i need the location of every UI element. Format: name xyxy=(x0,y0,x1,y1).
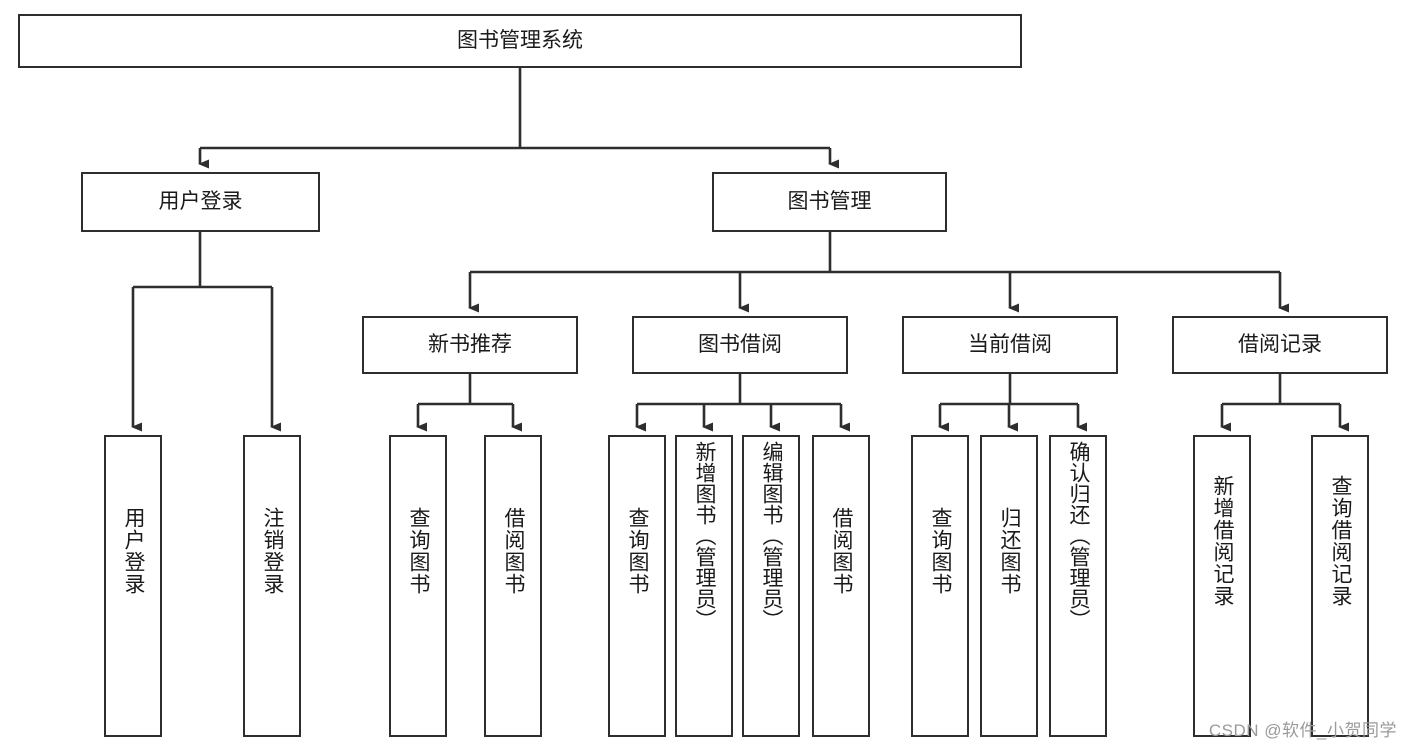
node-leaf-query-book-3-label: 查询图书 xyxy=(929,507,953,595)
node-leaf-borrow-book-2[interactable]: 借阅图书 xyxy=(812,435,870,737)
node-leaf-query-book-1-label: 查询图书 xyxy=(407,507,431,595)
node-book-borrow[interactable]: 图书借阅 xyxy=(632,316,848,374)
node-leaf-query-book-2[interactable]: 查询图书 xyxy=(608,435,666,737)
csdn-watermark: CSDN @软件_小贺同学 xyxy=(1208,721,1397,740)
node-leaf-query-book-1[interactable]: 查询图书 xyxy=(389,435,447,737)
node-leaf-return-book[interactable]: 归还图书 xyxy=(980,435,1038,737)
node-leaf-confirm-return-label: 确认归还（管理员） xyxy=(1067,441,1091,630)
node-new-book-recommend-label: 新书推荐 xyxy=(428,332,512,356)
node-new-book-recommend[interactable]: 新书推荐 xyxy=(362,316,578,374)
node-book-manage[interactable]: 图书管理 xyxy=(712,172,947,232)
node-leaf-query-record-label: 查询借阅记录 xyxy=(1329,475,1353,607)
node-borrow-record[interactable]: 借阅记录 xyxy=(1172,316,1388,374)
node-book-manage-label: 图书管理 xyxy=(787,189,872,213)
node-root-label: 图书管理系统 xyxy=(457,28,583,52)
node-current-borrow-label: 当前借阅 xyxy=(968,332,1052,356)
node-current-borrow[interactable]: 当前借阅 xyxy=(902,316,1118,374)
node-user-login[interactable]: 用户登录 xyxy=(81,172,320,232)
node-leaf-user-logout-label: 注销登录 xyxy=(261,507,285,595)
node-leaf-user-login-label: 用户登录 xyxy=(122,507,146,595)
node-leaf-confirm-return[interactable]: 确认归还（管理员） xyxy=(1049,435,1107,737)
node-leaf-user-login[interactable]: 用户登录 xyxy=(104,435,162,737)
node-leaf-add-book-label: 新增图书（管理员） xyxy=(693,441,717,630)
node-book-borrow-label: 图书借阅 xyxy=(698,332,782,356)
node-leaf-borrow-book-1[interactable]: 借阅图书 xyxy=(484,435,542,737)
node-user-login-label: 用户登录 xyxy=(158,189,243,213)
node-leaf-borrow-book-2-label: 借阅图书 xyxy=(830,507,854,595)
node-leaf-query-book-2-label: 查询图书 xyxy=(626,507,650,595)
node-leaf-edit-book[interactable]: 编辑图书（管理员） xyxy=(742,435,800,737)
node-leaf-user-logout[interactable]: 注销登录 xyxy=(243,435,301,737)
node-leaf-add-record-label: 新增借阅记录 xyxy=(1211,475,1235,607)
node-leaf-query-book-3[interactable]: 查询图书 xyxy=(911,435,969,737)
node-leaf-add-book[interactable]: 新增图书（管理员） xyxy=(675,435,733,737)
node-leaf-edit-book-label: 编辑图书（管理员） xyxy=(760,441,784,630)
node-leaf-add-record[interactable]: 新增借阅记录 xyxy=(1193,435,1251,737)
node-root[interactable]: 图书管理系统 xyxy=(18,14,1022,68)
node-leaf-return-book-label: 归还图书 xyxy=(998,507,1022,595)
node-leaf-borrow-book-1-label: 借阅图书 xyxy=(502,507,526,595)
node-borrow-record-label: 借阅记录 xyxy=(1238,332,1322,356)
node-leaf-query-record[interactable]: 查询借阅记录 xyxy=(1311,435,1369,737)
